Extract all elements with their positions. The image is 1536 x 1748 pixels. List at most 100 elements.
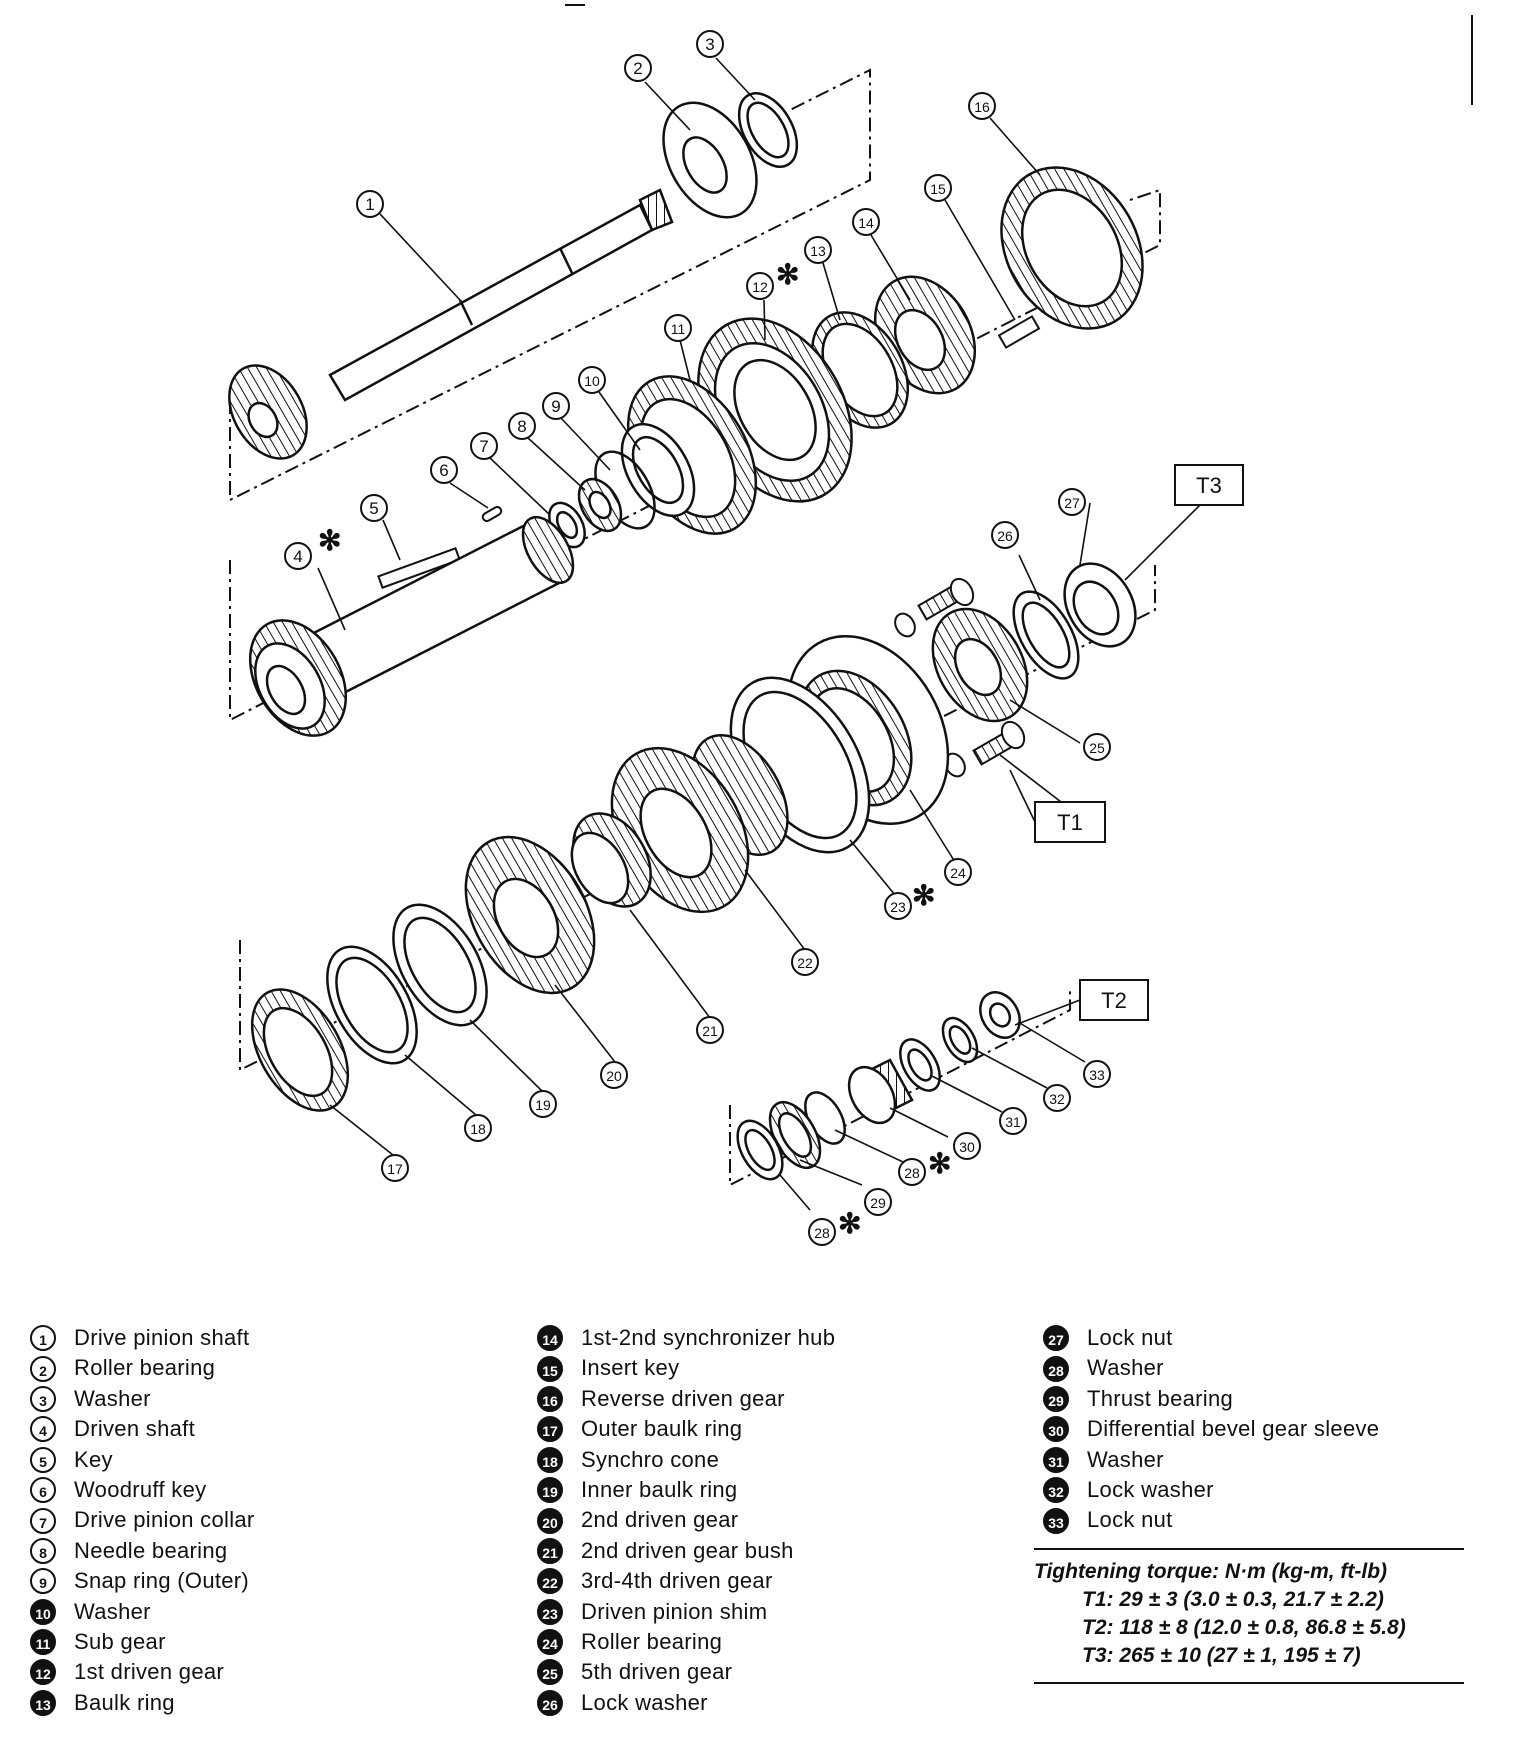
legend-number: 12 [30,1659,56,1686]
washer-28-lower [736,1119,784,1181]
callout-8: 8 [508,412,536,440]
legend-label: Sub gear [74,1628,166,1654]
legend-label: Key [74,1446,113,1472]
callout-number: 23 [890,899,906,915]
callout-28: 28 [898,1158,926,1186]
legend-label: Snap ring (Outer) [74,1568,250,1594]
legend-number: 8 [30,1537,56,1564]
torque-tag-t2: T2 [1079,979,1149,1021]
callout-4: 4 [284,542,312,570]
legend-number: 29 [1043,1385,1069,1412]
legend-label: Washer [74,1385,151,1411]
callout-number: 28 [814,1225,830,1241]
callout-3: 3 [696,30,724,58]
svg-text:T3: T3 [1196,473,1222,498]
legend-number: 31 [1043,1446,1069,1473]
callout-26: 26 [991,521,1019,549]
legend-label: Drive pinion collar [74,1507,255,1533]
legend-label: 2nd driven gear [581,1507,739,1533]
callout-number: 17 [387,1161,403,1177]
legend-number: 23 [537,1598,563,1625]
insert-key [997,315,1041,349]
callout-number: 28 [904,1165,920,1181]
callout-number: 3 [705,35,714,54]
part-callouts: 1234567891011121314151617181920212223242… [284,30,1111,1246]
callout-number: 26 [997,528,1013,544]
callout-number: 12 [752,279,768,295]
legend-number: 7 [30,1507,56,1534]
legend-number: 3 [30,1385,56,1412]
legend-number: 24 [537,1629,563,1656]
second-driven-gear-bush [570,812,652,908]
legend-label: Woodruff key [74,1476,207,1502]
legend-number: 4 [30,1416,56,1443]
callout-number: 31 [1005,1114,1021,1130]
legend-number: 19 [537,1477,563,1504]
legend-number: 25 [537,1659,563,1686]
legend-number: 26 [537,1689,563,1716]
callout-12: 12 [746,272,774,300]
torque-t3: T3: 265 ± 10 (27 ± 1, 195 ± 7) [1082,1644,1361,1667]
legend-number: 11 [30,1629,56,1656]
legend-label: Reverse driven gear [581,1385,785,1411]
torque-t1: T1: 29 ± 3 (3.0 ± 0.3, 21.7 ± 2.2) [1082,1588,1384,1611]
differential-bevel-gear-sleeve [847,1058,914,1125]
bolt-lower [944,720,1026,778]
synchro-cone [326,945,418,1065]
legend-label: Washer [74,1598,151,1624]
asterisk-4: ✻ [318,525,341,556]
legend-label: Synchro cone [581,1446,720,1472]
lock-nut-33 [979,991,1021,1039]
legend-number: 14 [537,1325,563,1352]
legend-number: 21 [537,1537,563,1564]
legend-number: 30 [1043,1416,1069,1443]
legend-label: Inner baulk ring [581,1476,738,1502]
legend-label: Driven shaft [74,1416,195,1442]
callout-number: 9 [551,397,560,416]
driven-shaft [248,516,575,737]
callout-16: 16 [968,92,996,120]
legend-label: 1st driven gear [74,1659,225,1685]
asterisk-23: ✻ [912,880,935,911]
callout-number: 19 [535,1097,551,1113]
legend-number: 16 [537,1385,563,1412]
callout-28-lower: 28 [808,1218,836,1246]
callout-7: 7 [470,432,498,460]
legend-number: 18 [537,1446,563,1473]
group-frame-middle [229,188,1161,722]
legend-item: 7 Drive pinion collar [30,1504,255,1534]
callout-number: 7 [479,437,488,456]
legend-number: 1 [30,1325,56,1352]
legend-item: 4 Driven shaft [30,1413,255,1443]
callout-27: 27 [1058,488,1086,516]
legend-number: 10 [30,1598,56,1625]
needle-bearing [577,477,623,533]
callout-number: 21 [702,1023,718,1039]
fifth-driven-gear [931,607,1029,723]
callout-25: 25 [1083,733,1111,761]
key [377,547,461,589]
callout-22: 22 [791,948,819,976]
callout-20: 20 [600,1061,628,1089]
callout-number: 33 [1089,1067,1105,1083]
callout-number: 20 [606,1068,622,1084]
lock-nut-27 [1063,562,1137,648]
asterisk-12: ✻ [776,259,799,290]
callout-6: 6 [430,456,458,484]
callout-19: 19 [529,1090,557,1118]
callout-number: 30 [959,1139,975,1155]
callout-number: 5 [369,499,378,518]
legend-number: 17 [537,1416,563,1443]
lock-washer-32 [941,1016,979,1064]
